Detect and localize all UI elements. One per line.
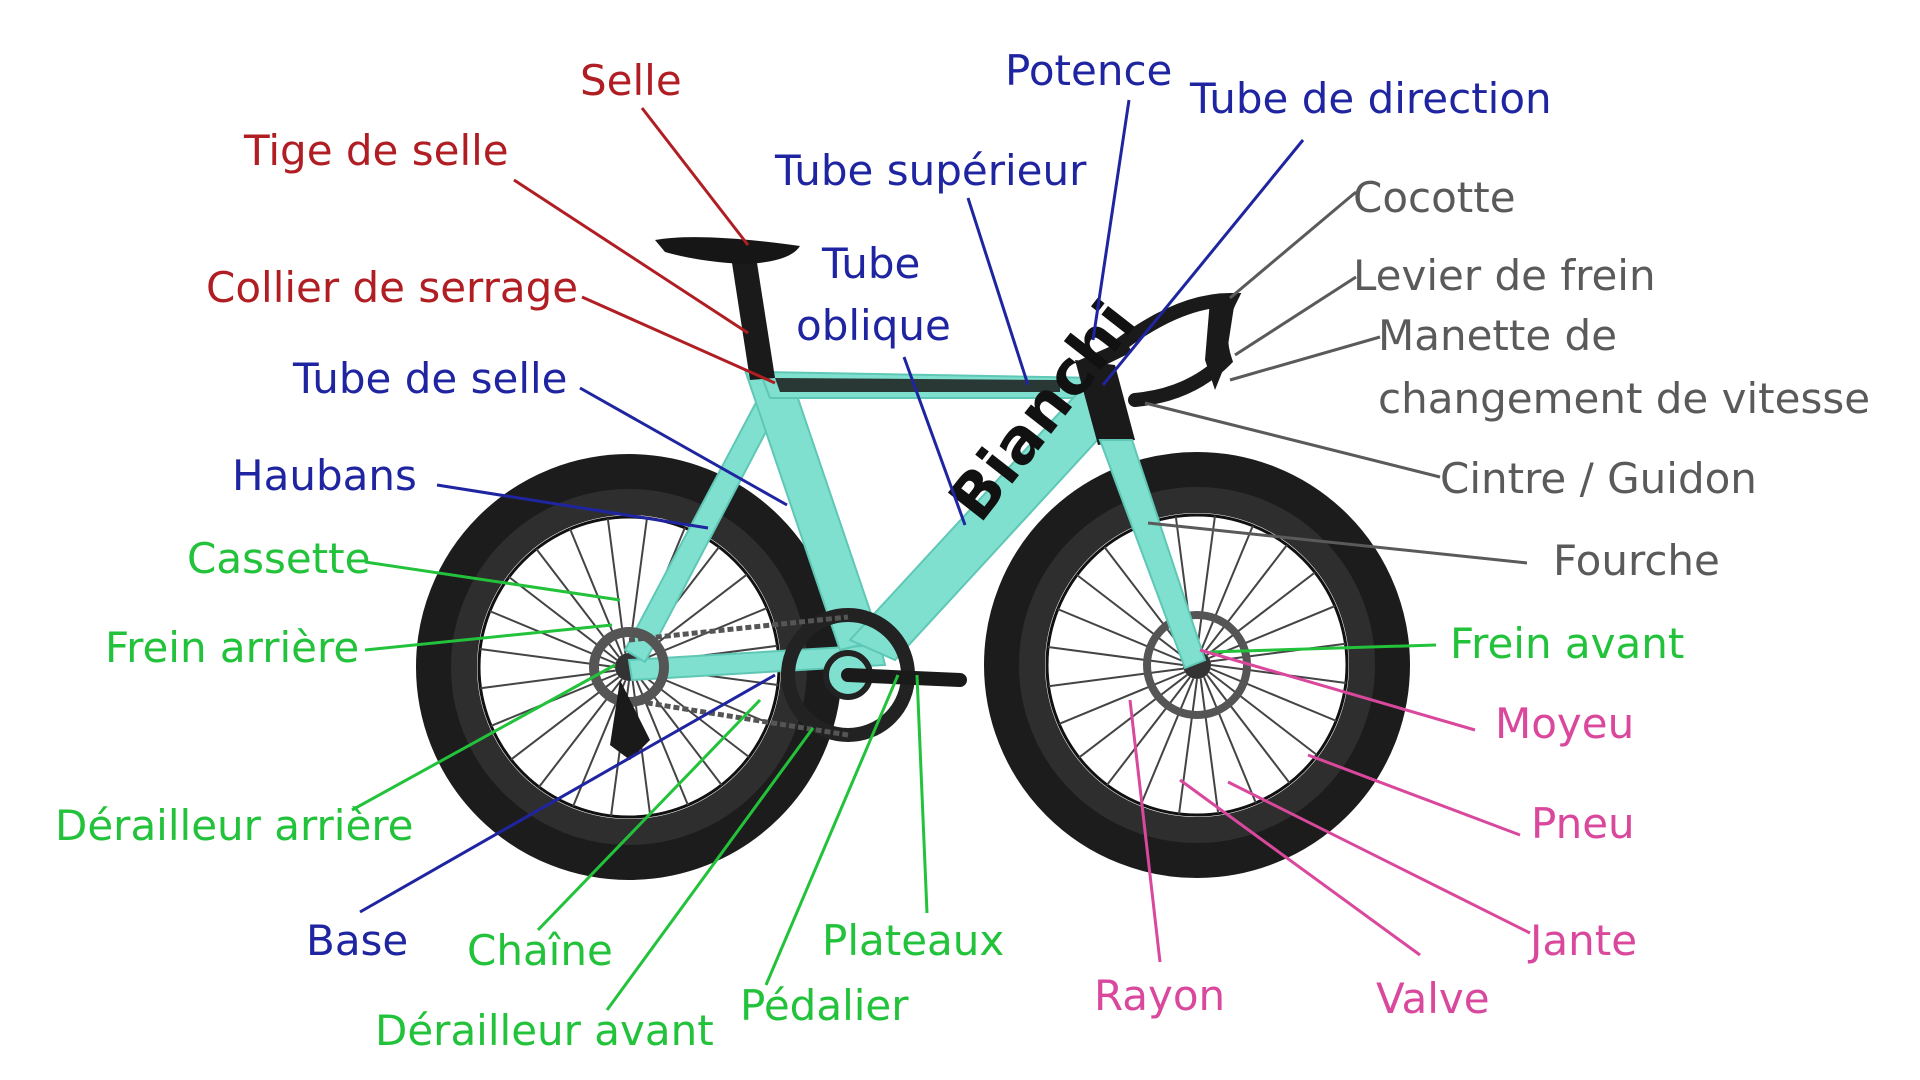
leader-line bbox=[536, 698, 762, 932]
label-valve: Valve bbox=[1376, 974, 1490, 1023]
spoke bbox=[1203, 544, 1288, 654]
leader-line bbox=[966, 197, 1030, 386]
label-tube-oblique-line1: Tube bbox=[822, 239, 921, 288]
leader-line bbox=[1199, 648, 1476, 732]
spoke bbox=[1047, 646, 1184, 666]
spoke bbox=[1206, 571, 1316, 656]
crank-arm bbox=[841, 668, 967, 687]
saddle bbox=[655, 237, 800, 264]
leader-line bbox=[513, 178, 749, 335]
label-potence: Potence bbox=[1005, 46, 1173, 95]
leader-line bbox=[436, 483, 709, 530]
spoke bbox=[1048, 667, 1184, 688]
label-pneu: Pneu bbox=[1531, 799, 1635, 848]
label-tube-oblique-line2: oblique bbox=[796, 301, 951, 350]
spoke bbox=[1058, 671, 1186, 725]
leader-line bbox=[764, 674, 900, 986]
head-tube bbox=[1075, 360, 1135, 445]
label-jante: Jante bbox=[1530, 916, 1638, 965]
label-plateaux: Plateaux bbox=[822, 916, 1005, 965]
front-tire bbox=[984, 452, 1410, 878]
spoke bbox=[1206, 674, 1291, 784]
spoke bbox=[1196, 515, 1216, 652]
leader-line bbox=[902, 356, 967, 526]
spoke bbox=[1210, 667, 1337, 722]
shifter-hood bbox=[1205, 300, 1235, 390]
leader-line bbox=[640, 107, 750, 246]
leader-line bbox=[1179, 778, 1421, 957]
leader-line bbox=[1229, 190, 1357, 300]
label-selle: Selle bbox=[580, 56, 682, 105]
label-base: Base bbox=[306, 916, 409, 965]
label-tube-de-direction: Tube de direction bbox=[1190, 74, 1552, 123]
leader-line bbox=[579, 386, 788, 507]
leader-line bbox=[351, 663, 616, 812]
spoke bbox=[1106, 676, 1191, 786]
spoke bbox=[1199, 525, 1254, 652]
spoke bbox=[1178, 678, 1198, 815]
label-levier-de-frein: Levier de frein bbox=[1353, 251, 1656, 300]
spoke bbox=[1203, 676, 1257, 804]
label-tige-de-selle: Tige de selle bbox=[244, 126, 509, 175]
spoke bbox=[1076, 574, 1186, 659]
leader-line bbox=[1229, 335, 1381, 382]
leader-line bbox=[1101, 139, 1305, 386]
label-cintre-guidon: Cintre / Guidon bbox=[1440, 454, 1757, 503]
leader-line bbox=[1147, 521, 1528, 565]
label-manette-line2: changement de vitesse bbox=[1378, 374, 1871, 423]
label-frein-avant: Frein avant bbox=[1450, 619, 1685, 668]
leader-line bbox=[364, 560, 621, 602]
label-moyeu: Moyeu bbox=[1495, 699, 1635, 748]
spoke bbox=[1140, 678, 1195, 805]
label-manette-line1: Manette de bbox=[1378, 311, 1618, 360]
fork bbox=[1098, 439, 1207, 670]
label-derailleur-avant: Dérailleur avant bbox=[375, 1006, 714, 1055]
leader-line bbox=[1234, 275, 1357, 357]
leader-line bbox=[1144, 401, 1441, 479]
leader-line bbox=[1128, 699, 1162, 963]
spoke bbox=[1199, 678, 1220, 814]
rear-derailleur bbox=[610, 680, 650, 760]
label-collier-de-serrage: Collier de serrage bbox=[206, 263, 579, 312]
leader-line bbox=[1091, 99, 1131, 341]
leader-lines bbox=[351, 99, 1531, 1011]
front-wheel bbox=[984, 452, 1410, 878]
label-rayon: Rayon bbox=[1094, 971, 1226, 1020]
label-derailleur-arriere: Dérailleur arrière bbox=[55, 801, 414, 850]
leader-line bbox=[915, 674, 929, 914]
label-cocotte: Cocotte bbox=[1353, 173, 1516, 222]
leader-line bbox=[1307, 753, 1521, 837]
leader-line bbox=[1209, 643, 1437, 654]
leader-line bbox=[1227, 780, 1531, 935]
label-pedalier: Pédalier bbox=[740, 981, 909, 1030]
spoke bbox=[1208, 671, 1318, 756]
spoke bbox=[1057, 608, 1184, 663]
leader-line bbox=[605, 727, 815, 1011]
label-cassette: Cassette bbox=[187, 534, 371, 583]
label-haubans: Haubans bbox=[232, 451, 417, 500]
leader-line bbox=[359, 673, 776, 914]
seat-post bbox=[730, 250, 775, 380]
front-rim bbox=[1019, 487, 1375, 843]
spoke bbox=[1208, 605, 1336, 659]
leader-line bbox=[364, 623, 613, 652]
leader-line bbox=[581, 295, 776, 385]
label-tube-superieur: Tube supérieur bbox=[775, 146, 1087, 195]
label-frein-arriere: Frein arrière bbox=[105, 623, 360, 672]
label-tube-de-selle: Tube de selle bbox=[293, 354, 568, 403]
label-fourche: Fourche bbox=[1553, 536, 1720, 585]
label-chaine: Chaîne bbox=[467, 926, 613, 975]
